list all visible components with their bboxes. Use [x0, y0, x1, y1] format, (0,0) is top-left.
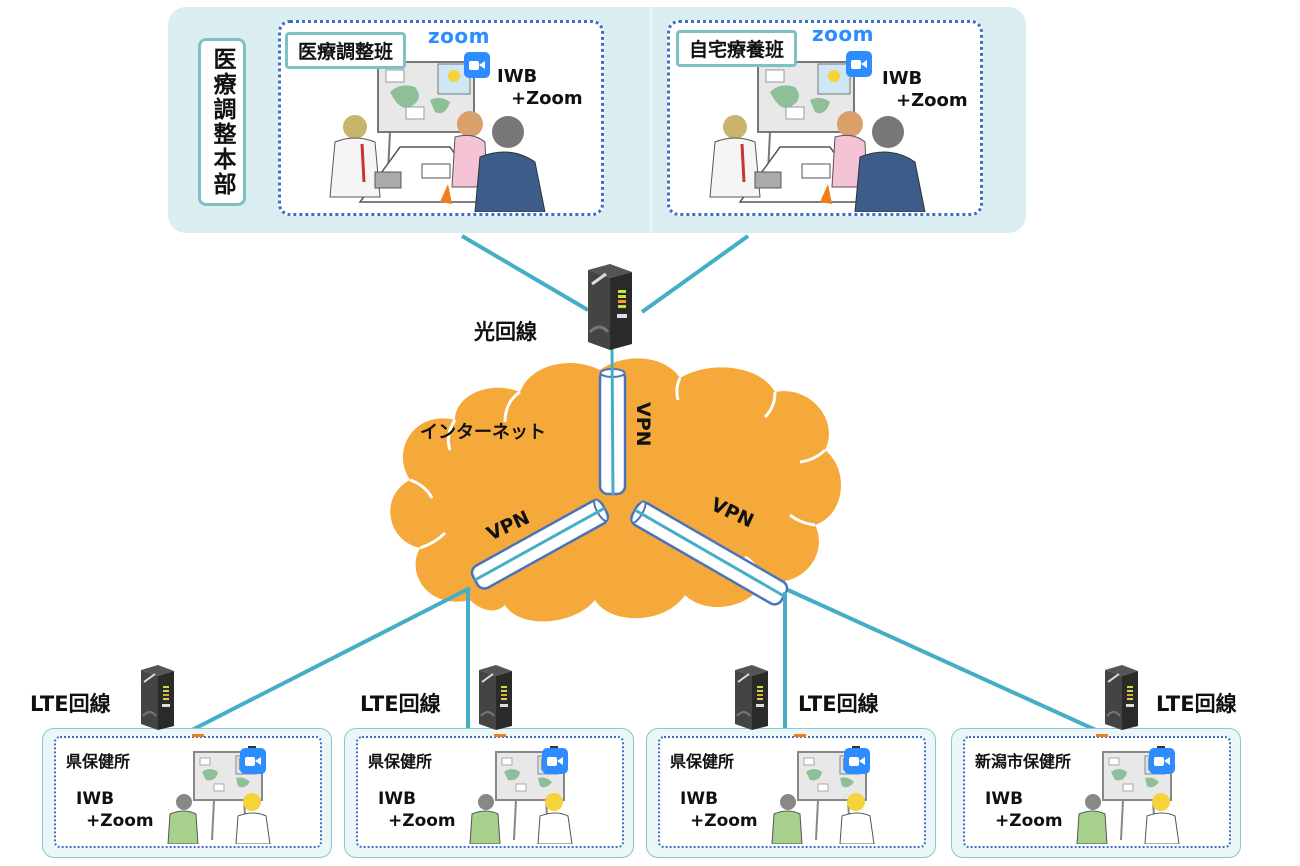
device-line2: +Zoom [511, 88, 583, 109]
device-line2: +Zoom [896, 90, 968, 111]
zoom-camera-icon [1149, 748, 1175, 774]
wire-hq-room1 [460, 234, 590, 312]
zoom-camera-icon [240, 748, 266, 774]
meeting-illustration-2 [709, 61, 926, 212]
device-line1: IWB [985, 789, 1024, 809]
device-line2: +Zoom [690, 811, 758, 831]
device-line2: +Zoom [86, 811, 154, 831]
site-name: 県保健所 [670, 752, 735, 771]
zoom-camera-icon [846, 51, 872, 77]
zoom-camera-icon [542, 748, 568, 774]
vpn-label-top: VPN [632, 402, 654, 447]
device-line1: IWB [497, 66, 538, 87]
zoom-camera-icon [844, 748, 870, 774]
wire-site4 [787, 588, 1099, 733]
router-icon [479, 665, 512, 730]
iwb-illustration [1076, 746, 1180, 844]
vpn-tunnel-left [470, 498, 610, 590]
connection-port [494, 734, 506, 737]
iwb-illustration [771, 746, 875, 844]
hq-divider [650, 7, 652, 233]
room-label: 医療調整班 [285, 32, 407, 69]
site-name: 新潟市保健所 [975, 752, 1072, 771]
device-line1: IWB [680, 789, 719, 809]
device-label: IWB +Zoom [985, 788, 1063, 832]
lte-line-label: LTE回線 [1156, 692, 1237, 716]
device-line2: +Zoom [995, 811, 1063, 831]
zoom-logo: zoom [428, 24, 490, 48]
meeting-illustration-1 [329, 61, 546, 212]
device-label: IWB +Zoom [680, 788, 758, 832]
lte-line-label: LTE回線 [360, 692, 441, 716]
device-line1: IWB [76, 789, 115, 809]
iwb-illustration [469, 746, 573, 844]
site-name: 県保健所 [368, 752, 433, 771]
hq-line-label: 光回線 [474, 320, 537, 344]
device-line1: IWB [378, 789, 417, 809]
room-label: 自宅療養班 [676, 30, 798, 67]
device-line2: +Zoom [388, 811, 456, 831]
device-label: IWB +Zoom [497, 66, 583, 110]
router-icon [735, 665, 768, 730]
zoom-camera-icon [464, 52, 490, 78]
internet-label: インターネット [420, 422, 546, 443]
connection-port [1096, 734, 1108, 737]
router-icon [1105, 665, 1138, 730]
device-label: IWB +Zoom [76, 788, 154, 832]
wire-hq-room2 [640, 234, 750, 314]
site-room [54, 736, 322, 848]
device-label: IWB +Zoom [882, 68, 968, 112]
vpn-tunnel-right [630, 500, 789, 606]
lte-line-label: LTE回線 [798, 692, 879, 716]
lte-line-label: LTE回線 [30, 692, 111, 716]
vpn-tunnel-top [598, 344, 627, 496]
device-line1: IWB [882, 68, 923, 89]
device-label: IWB +Zoom [378, 788, 456, 832]
connection-port [794, 734, 806, 737]
iwb-illustration [167, 746, 271, 844]
hq-title: 医療調整本部 [198, 38, 246, 206]
router-icon [141, 665, 174, 730]
router-icon [588, 264, 632, 350]
wire-site1 [189, 586, 471, 733]
connection-port [192, 734, 204, 737]
zoom-logo: zoom [812, 22, 874, 46]
site-name: 県保健所 [66, 752, 131, 771]
